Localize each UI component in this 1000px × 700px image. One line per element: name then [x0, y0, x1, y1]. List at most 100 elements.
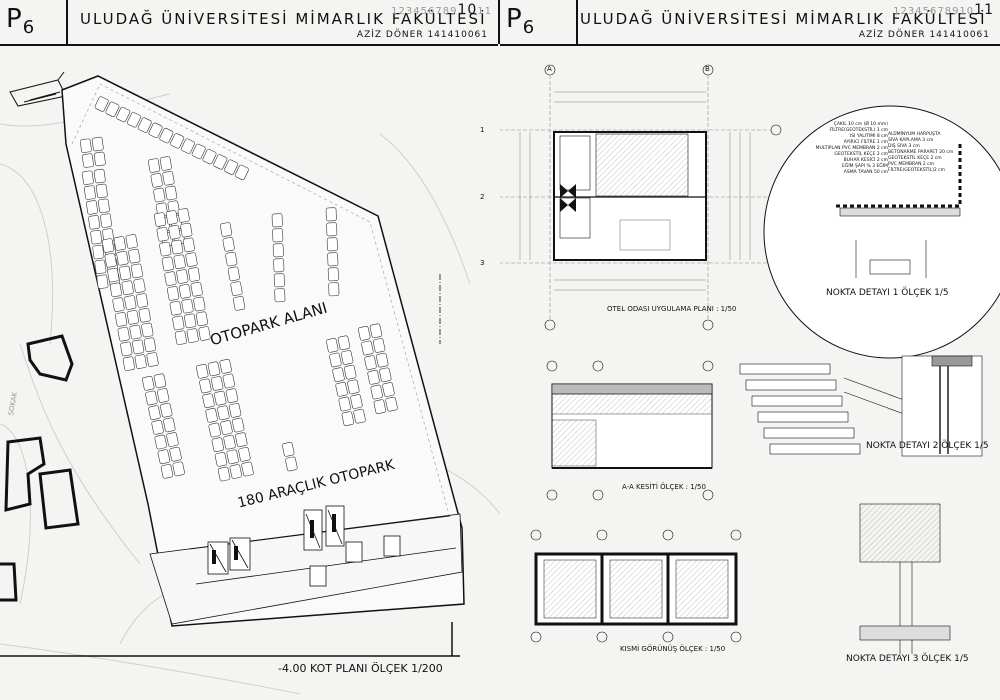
sheet-code: P6: [6, 4, 36, 39]
parking-stall: [148, 405, 161, 420]
parking-stall: [107, 267, 120, 283]
parking-stall: [180, 138, 195, 154]
parking-stall: [150, 173, 163, 188]
parking-stall: [100, 213, 112, 228]
parking-stall: [370, 384, 383, 400]
parking-stall: [116, 106, 131, 123]
note: DIŞ SIVA 3 cm: [888, 144, 920, 149]
parking-stall: [154, 212, 167, 227]
parking-stall: [159, 241, 172, 257]
parking-stall: [220, 222, 233, 237]
sheet-code: P6: [506, 4, 536, 39]
parking-stall: [119, 265, 132, 281]
parking-stall: [93, 168, 106, 184]
parking-stall: [196, 363, 209, 379]
parking-stall: [235, 432, 248, 448]
parking-stall: [214, 390, 227, 406]
note: ÇAKIL 10 cm (Ø 10 mm): [833, 122, 888, 127]
parking-stall: [172, 461, 185, 477]
parking-stall: [272, 228, 284, 243]
detail-1-notes-right: ALÜMİNYUM HARPUŞTA SIVA KAPLAMA 3 cm DIŞ…: [888, 132, 968, 174]
parking-stall: [136, 293, 149, 308]
parking-stall: [184, 313, 197, 329]
parking-stall: [102, 238, 115, 253]
parking-stall: [326, 237, 338, 252]
parking-stall: [327, 252, 339, 267]
parking-stall: [225, 388, 239, 403]
parking-stall: [124, 295, 137, 310]
parking-stall: [95, 183, 108, 199]
parking-stall: [338, 396, 351, 412]
axis-label-3: 3: [480, 259, 486, 267]
note: GEOTEKSTİL KEÇE 2 cm: [888, 156, 942, 161]
parking-stall: [163, 417, 176, 433]
parking-stall: [350, 394, 363, 409]
parking-stall: [160, 464, 174, 479]
parking-stall: [326, 337, 339, 353]
parking-stall: [159, 127, 174, 144]
note: ASMA TAVAN 50 cm: [843, 170, 888, 175]
parking-stall: [156, 388, 170, 403]
parking-stall: [335, 382, 348, 397]
site-context: SOKAK: [0, 93, 500, 695]
parking-stall: [285, 456, 298, 472]
parking-stall: [332, 367, 345, 382]
detail-2-caption: NOKTA DETAYI 2 ÖLÇEK 1/5: [866, 441, 989, 451]
parking-stall: [159, 156, 172, 171]
parking-stall: [174, 330, 187, 345]
parking-stall: [199, 378, 212, 394]
parking-stall: [151, 420, 164, 435]
parking-stall: [325, 207, 337, 222]
parking-stall: [271, 213, 283, 228]
parking-stall: [173, 254, 186, 270]
plan-caption: -4.00 KOT PLANI ÖLÇEK 1/200: [278, 662, 443, 675]
parking-stall: [143, 337, 156, 353]
parking-stall: [182, 237, 195, 253]
parking-stall: [198, 326, 211, 341]
sheet-header-left: P6 ULUDAĞ ÜNİVERSİTESİ MİMARLIK FAKÜLTES…: [0, 0, 498, 46]
parking-stall: [214, 452, 228, 467]
architectural-details: A A: [500, 64, 1000, 654]
parking-stall: [113, 236, 126, 251]
parking-stall: [367, 370, 380, 385]
parking-stall: [340, 350, 354, 365]
header-divider: [576, 0, 578, 44]
note: ALÜMİNYUM HARPUŞTA: [888, 132, 941, 137]
parking-stall: [190, 281, 203, 297]
note: FİLTRE(GEOTEKSTİL)2 cm: [888, 168, 946, 173]
parking-stall: [177, 208, 190, 223]
parking-stall: [222, 373, 236, 389]
parking-stall: [122, 356, 135, 371]
parking-stall: [282, 441, 295, 457]
parking-stall: [98, 198, 110, 213]
parking-stall: [126, 310, 139, 325]
parking-stall: [202, 393, 215, 408]
parking-stall: [170, 133, 185, 149]
parking-stall: [138, 307, 151, 323]
parking-stall: [341, 411, 355, 427]
parking-stall: [205, 408, 218, 423]
parking-stall: [208, 422, 221, 438]
note: GEOTEKSTİL KEÇE 2 cm: [834, 152, 888, 157]
parking-stall: [364, 355, 377, 370]
parking-stall: [273, 273, 285, 288]
parking-stall: [329, 352, 342, 368]
parking-stall: [88, 215, 101, 230]
parking-stall: [146, 352, 159, 367]
parking-stall: [153, 373, 167, 389]
service-zone: [149, 505, 463, 625]
parking-stall: [372, 338, 386, 353]
parking-stall: [232, 417, 245, 433]
parking-stall: [117, 326, 130, 342]
parking-stall: [344, 364, 357, 380]
parking-stall: [376, 352, 389, 368]
parking-stall: [272, 243, 284, 258]
parking-stall: [153, 187, 166, 203]
parking-stall: [176, 269, 189, 284]
sheet-separator: [498, 0, 500, 44]
parking-stall: [141, 322, 154, 338]
parking-stall: [167, 286, 180, 301]
parking-stall: [96, 274, 109, 289]
parking-stall: [347, 379, 360, 395]
parking-stall: [358, 325, 371, 341]
